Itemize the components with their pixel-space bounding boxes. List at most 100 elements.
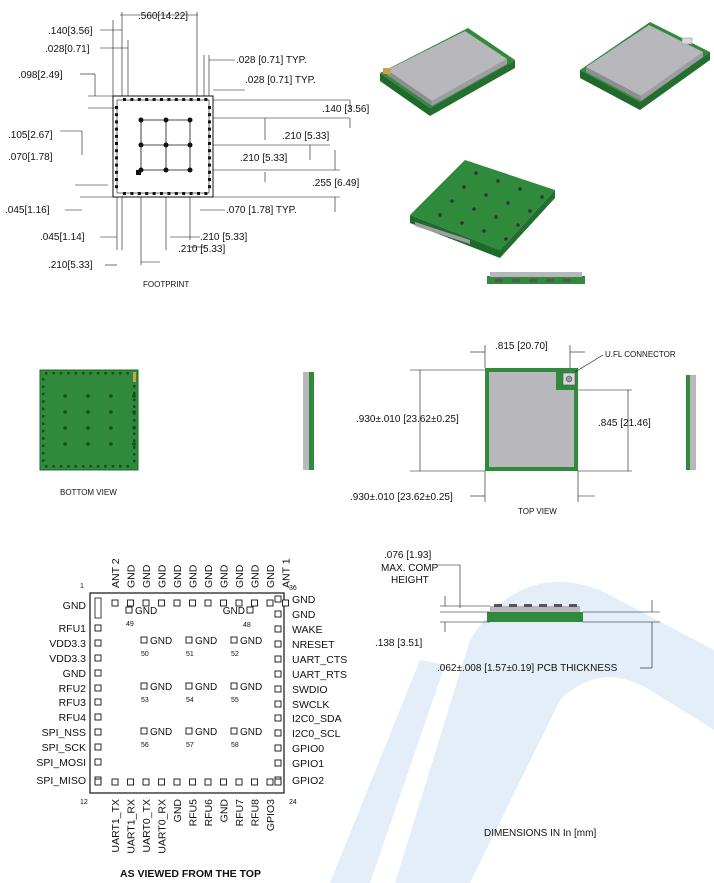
fp-pad xyxy=(182,192,186,195)
bottom-view-caption: BOTTOM VIEW xyxy=(60,488,117,497)
pin-pad xyxy=(158,778,165,786)
fp-pad xyxy=(115,134,118,138)
pin-label: GND xyxy=(265,564,277,588)
fp-pad xyxy=(204,98,208,101)
pin-pad xyxy=(220,599,227,607)
pin-pad xyxy=(274,655,282,663)
fp-pad xyxy=(160,98,163,101)
pin-pad xyxy=(251,778,258,786)
pin-label: 50 xyxy=(141,651,149,658)
fp-dim-045a: .045[1.16] xyxy=(5,205,50,216)
pin-label: RFU2 xyxy=(59,683,87,695)
fp-pad xyxy=(115,120,118,124)
pin-pad xyxy=(246,606,254,614)
pin-pad xyxy=(235,599,243,607)
fp-dim-105: .105[2.67] xyxy=(8,130,53,141)
pin-label: RFU3 xyxy=(59,697,87,709)
fp-pad xyxy=(115,163,118,167)
pin-pad xyxy=(185,682,193,690)
fp-pad xyxy=(145,98,149,101)
pin-label: RFU6 xyxy=(203,799,215,827)
fp-pad xyxy=(115,113,118,117)
fp-pad xyxy=(123,98,126,101)
pin-label: GND xyxy=(240,727,262,738)
fp-dim-210-right-b: .210 [5.33] xyxy=(240,153,287,164)
fp-dim-210-right-a: .210 [5.33] xyxy=(282,131,329,142)
pin-label: ANT 2 xyxy=(110,558,122,588)
pin-pad xyxy=(140,682,148,690)
fp-thermal-pad xyxy=(138,142,144,148)
pin-label: GND xyxy=(195,727,217,738)
fp-pad xyxy=(137,98,141,101)
pin-label: 54 xyxy=(186,697,194,704)
pin-pad xyxy=(189,778,196,786)
module-render-iso-1 xyxy=(380,28,515,116)
pin-pad xyxy=(189,599,196,607)
pin-pad xyxy=(230,682,238,690)
fp-pad xyxy=(182,98,186,101)
pin-label: GND xyxy=(195,682,217,693)
pin-pad xyxy=(140,727,148,735)
pin-label: RFU7 xyxy=(234,799,246,827)
pin-label: GND xyxy=(157,564,169,588)
bottom-view xyxy=(39,369,139,471)
fp-pad xyxy=(130,98,134,101)
fp-thermal-pad xyxy=(187,142,193,148)
pin-label: SPI_MOSI xyxy=(36,757,86,769)
pin-pad xyxy=(230,636,238,644)
pin-pad xyxy=(251,599,258,607)
dim-845: .845 [21.46] xyxy=(598,418,651,429)
pin-label: GND xyxy=(141,564,153,588)
dim-930-horizontal: .930±.010 [23.62±0.25] xyxy=(350,492,453,503)
pin-corner-12: 12 xyxy=(80,799,88,806)
fp-pad xyxy=(167,192,171,195)
pcb-thickness: .062±.008 [1.57±0.19] PCB THICKNESS xyxy=(437,663,618,674)
fp-thermal-pad xyxy=(187,117,193,123)
max-comp-label: MAX. COMP xyxy=(381,563,439,574)
pin-label: GND xyxy=(250,564,262,588)
pin-label: NRESET xyxy=(292,639,335,651)
pin-pad xyxy=(127,599,134,607)
pin-pad xyxy=(274,778,282,786)
footprint-caption: FOOTPRINT xyxy=(143,280,189,289)
top-view-caption: TOP VIEW xyxy=(518,507,557,516)
pin-label: GND xyxy=(195,636,217,647)
pin-pad xyxy=(274,759,282,767)
fp-thermal-pad xyxy=(163,142,169,148)
pin-pad xyxy=(94,758,102,766)
pin-label: 57 xyxy=(186,742,194,749)
fp-pad xyxy=(115,106,118,109)
fp-thermal-pad xyxy=(163,167,169,173)
pin-pad xyxy=(274,714,282,722)
ufl-connector-label: U.FL CONNECTOR xyxy=(605,350,676,359)
fp-pad xyxy=(197,98,200,101)
pin-pad xyxy=(94,728,102,736)
pin-label: UART_RTS xyxy=(292,669,347,681)
fp-pad xyxy=(208,156,211,160)
fp-pad xyxy=(197,192,200,195)
pin-pad xyxy=(142,599,150,607)
pin-pad xyxy=(266,778,274,786)
fp-pad xyxy=(115,156,118,160)
pin-pad xyxy=(173,778,181,786)
pin-label: UART0_TX xyxy=(141,799,153,853)
top-view xyxy=(410,345,632,502)
pin-pad xyxy=(204,778,212,786)
fp-dim-560: .560[14.22] xyxy=(138,11,188,22)
fp-dim-070: .070[1.78] xyxy=(8,152,53,163)
pin-pad xyxy=(94,713,102,721)
pin-label: 48 xyxy=(243,622,251,629)
side-view-right xyxy=(686,375,696,470)
pin-pad xyxy=(111,778,119,786)
pin-pad xyxy=(94,624,102,632)
pin-pad xyxy=(274,610,282,618)
pin-label: I2C0_SDA xyxy=(292,713,342,725)
pin-label: GND xyxy=(150,636,172,647)
pin-label: UART0_RX xyxy=(157,799,169,854)
fp-pad xyxy=(123,192,126,195)
module-render-iso-2 xyxy=(580,22,710,110)
pin-pad xyxy=(274,744,282,752)
fp-pad xyxy=(208,134,211,138)
